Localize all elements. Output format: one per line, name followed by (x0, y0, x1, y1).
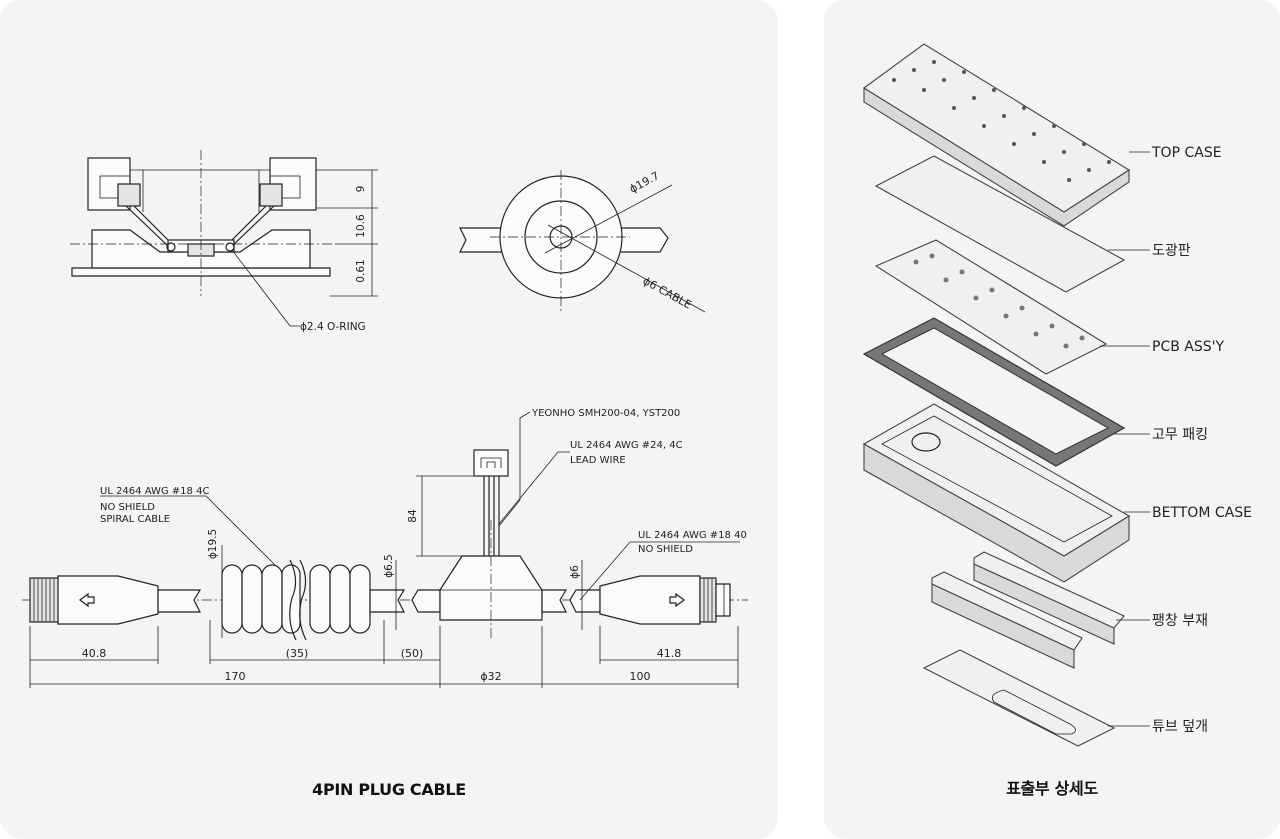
label-pcb: PCB ASS'Y (1152, 339, 1224, 355)
dim-9: 9 (355, 186, 367, 193)
spiral-coil (221, 559, 371, 641)
cable-drawing-panel: 9 10.6 0.61 ϕ2.4 O-RING ϕ19.7 ϕ6 CABLE (0, 0, 778, 839)
label-bottom-case: BETTOM CASE (1152, 505, 1252, 521)
arrow-left-icon (79, 592, 95, 608)
spiral-label-line1: UL 2464 AWG #18 4C (100, 486, 209, 497)
dim-left-plug: 40.8 (82, 647, 107, 660)
dim-total-right: 100 (630, 670, 651, 683)
oring-label: ϕ2.4 O-RING (300, 321, 366, 333)
front-circle-view: ϕ19.7 ϕ6 CABLE (459, 169, 706, 313)
dim-coil-length: (35) (286, 647, 309, 660)
left-caption: 4PIN PLUG CABLE (312, 780, 466, 799)
expansion-member-part (931, 551, 1125, 669)
left-plug-knurl (29, 577, 59, 623)
dim-10-6: 10.6 (355, 214, 367, 238)
cable-dia-label: ϕ6 CABLE (641, 274, 694, 311)
cable-technical-drawing: 9 10.6 0.61 ϕ2.4 O-RING ϕ19.7 ϕ6 CABLE (22, 150, 748, 688)
circle-dia-label: ϕ19.7 (627, 169, 661, 195)
pcb-part (874, 239, 1108, 375)
dim-right-plug: 41.8 (657, 647, 682, 660)
dim-height: 84 (407, 509, 419, 523)
label-light-guide: 도광판 (1152, 243, 1191, 259)
dim-coil-dia: ϕ19.5 (207, 529, 219, 559)
smh-connector (473, 449, 509, 477)
right-plug-body (599, 575, 701, 625)
top-case-part (863, 43, 1131, 227)
bottom-case-part (862, 403, 1131, 583)
light-guide-part (874, 155, 1126, 293)
label-expansion-member: 팽창 부재 (1152, 613, 1208, 629)
right-caption: 표출부 상세도 (1006, 779, 1098, 798)
cable-assembly-view: YEONHO SMH200-04, YST200 UL 2464 AWG #24… (22, 408, 748, 688)
dim-0-61: 0.61 (355, 259, 367, 282)
dim-total-left: 170 (225, 670, 246, 683)
label-top-case: TOP CASE (1151, 145, 1222, 161)
right-cable-line2: NO SHIELD (638, 544, 693, 555)
cross-section-view: 9 10.6 0.61 ϕ2.4 O-RING (70, 150, 378, 333)
lead-wire-line2: LEAD WIRE (570, 455, 626, 466)
left-plug-body (57, 575, 159, 625)
exploded-assembly-drawing: TOP CASE 도광판 PCB ASS'Y 고무 패킹 BETTOM CASE… (862, 43, 1252, 747)
arrow-right-icon (669, 592, 685, 608)
dim-gap: (50) (401, 647, 424, 660)
dim-cable-b: ϕ6 (569, 565, 581, 579)
rubber-packing-part (862, 317, 1126, 467)
right-cable-line1: UL 2464 AWG #18 40 (638, 530, 747, 541)
label-rubber-packing: 고무 패킹 (1152, 427, 1208, 443)
lead-wire-line1: UL 2464 AWG #24, 4C (570, 440, 683, 451)
tube-cover-part (922, 649, 1116, 747)
label-tube-cover: 튜브 덮개 (1152, 719, 1208, 735)
dim-body: ϕ32 (480, 670, 501, 683)
dim-cable-a: ϕ6.5 (383, 554, 395, 578)
connector-label: YEONHO SMH200-04, YST200 (531, 408, 680, 419)
spiral-label-line3: SPIRAL CABLE (100, 514, 170, 525)
spiral-label-line2: NO SHIELD (100, 502, 155, 513)
exploded-view-panel: TOP CASE 도광판 PCB ASS'Y 고무 패킹 BETTOM CASE… (824, 0, 1280, 839)
